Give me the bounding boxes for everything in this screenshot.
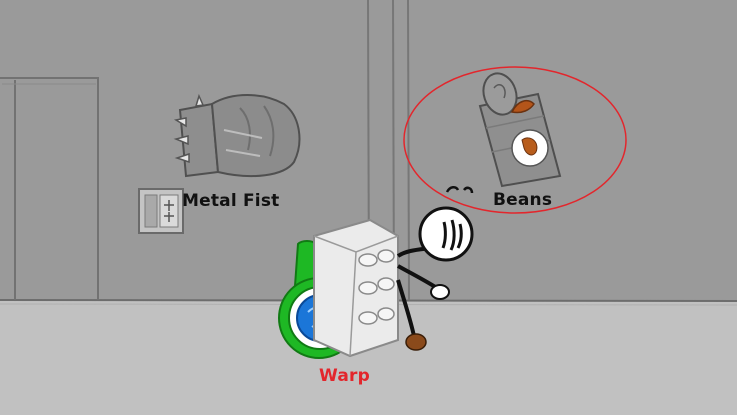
selection-ring [403,66,627,214]
beans-can-icon [478,72,562,188]
label-warp[interactable]: Warp [319,366,370,386]
door-frame [0,77,99,300]
label-beans[interactable]: Beans [493,190,553,210]
choice-metal-fist[interactable] [173,93,301,178]
choice-beans[interactable] [403,66,627,214]
metal-fist-icon [173,93,301,178]
wall-plaque-icon [138,188,184,234]
white-lego-block-icon [313,218,399,358]
stickman-henry-icon [396,186,474,351]
label-metal-fist[interactable]: Metal Fist [182,191,280,211]
